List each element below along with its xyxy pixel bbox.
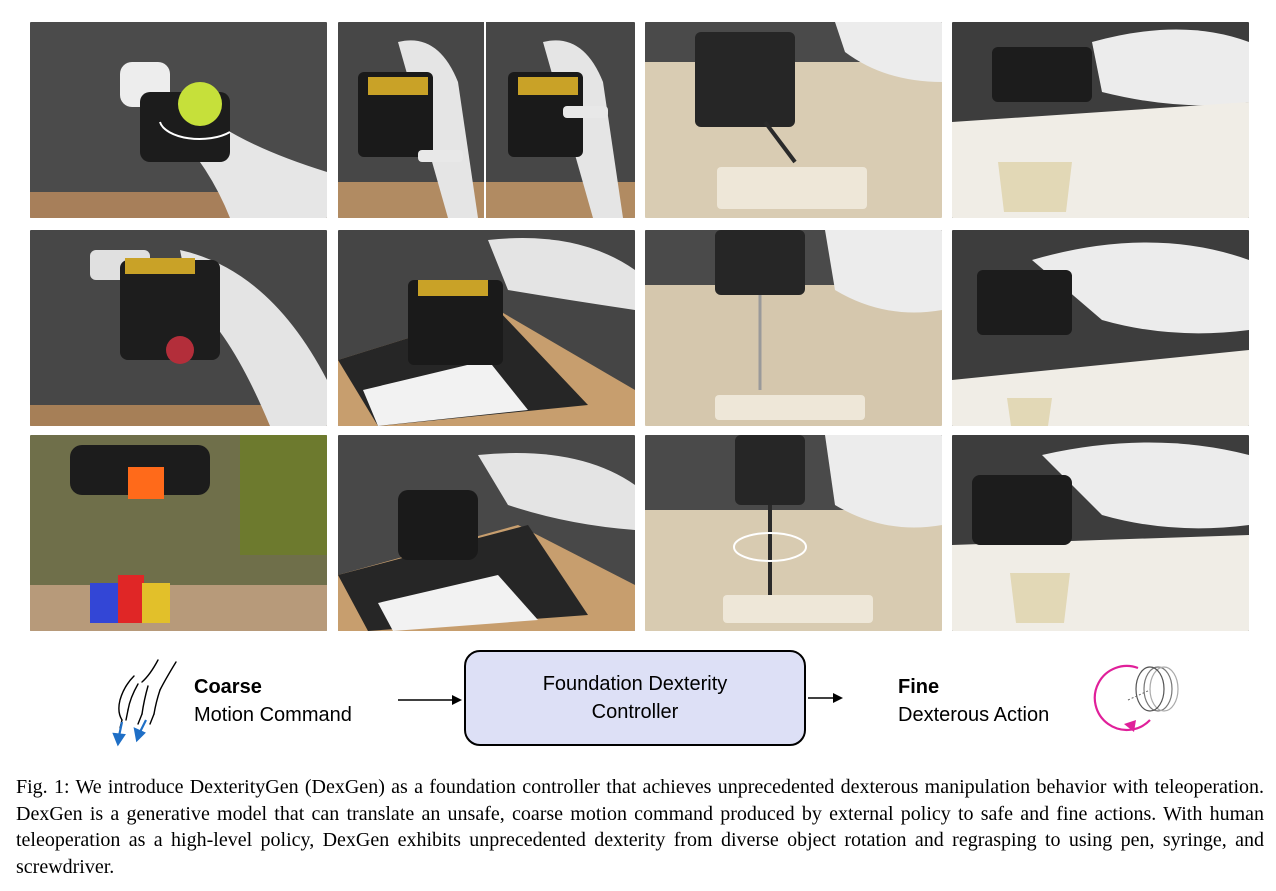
rotation-icon [1093,664,1179,732]
photo-screwdriver-insert [645,230,942,426]
photo-pen-pickup [338,230,635,426]
diagram-arrows [112,659,1179,747]
photo-in-hand-rotation [30,230,327,426]
photo-syringe-regrasp [338,22,635,218]
coarse-subtitle: Motion Command [194,704,352,726]
photo-pen-writing [338,435,635,631]
photo-syringe-lifted [952,230,1249,426]
fine-title: Fine [898,676,940,698]
hand-sketch-icon [118,659,177,729]
pipeline-diagram: Coarse Motion Command Foundation Dexteri… [0,640,1276,760]
photo-cube-stacking [30,435,327,631]
photo-grid [30,22,1249,631]
controller-label-line1: Foundation Dexterity [542,673,728,695]
split-divider [484,22,486,218]
photo-syringe-inject-cup [952,435,1249,631]
controller-box: Foundation Dexterity Controller [464,650,806,746]
coarse-title: Coarse [194,676,262,698]
fine-subtitle: Dexterous Action [898,704,1050,726]
photo-rotate-tennis-ball [30,22,327,218]
arrow-to-fine-action [808,693,843,703]
hand-motion-arrows-icon [112,719,147,747]
controller-label-line2: Controller [591,701,679,723]
caption-text: Fig. 1: We introduce DexterityGen (DexGe… [16,776,1264,878]
photo-screwdriver-turn [645,435,942,631]
arrow-to-controller [398,695,462,705]
photo-screwdriver-align [645,22,942,218]
photo-syringe-over-cup-grasp [952,22,1249,218]
figure-caption: Fig. 1: We introduce DexterityGen (DexGe… [16,774,1264,880]
